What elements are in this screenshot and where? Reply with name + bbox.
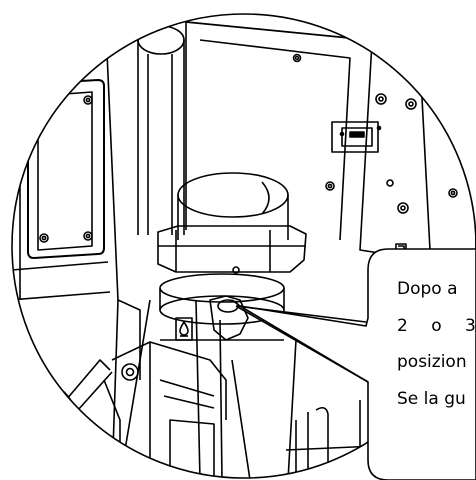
callout-line-1: Dopo a [397,279,458,299]
callout-line-3: posizion [397,352,467,372]
callout-line-4: Se la gu [397,388,466,409]
callout-line-2: 2 o 3 [397,315,476,336]
callout-text: Dopo a 2 o 3 posizion Se la gu [397,271,476,471]
magnifier-circle [11,13,476,479]
